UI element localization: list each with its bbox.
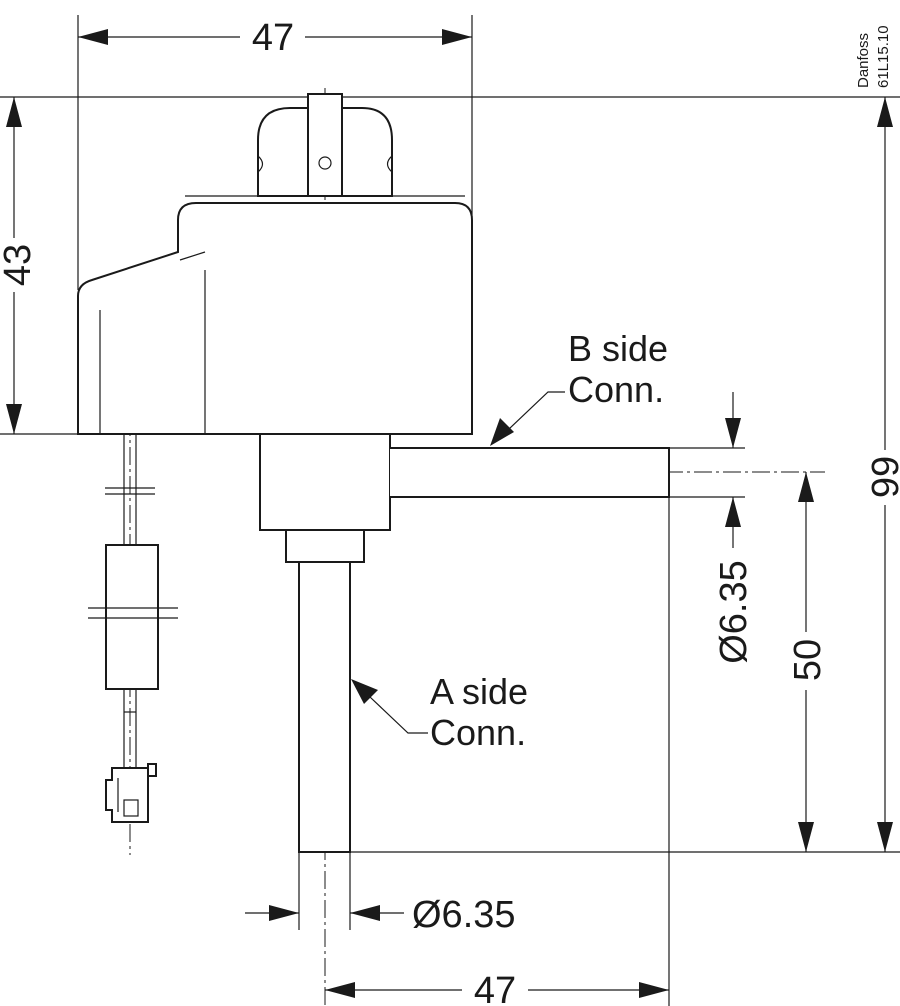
cable-plug: [105, 763, 157, 823]
a-side-label-line1: A side: [430, 671, 528, 712]
stamp-brand: Danfoss: [855, 33, 872, 88]
top-connector: [257, 93, 393, 197]
dimension-height-upper: 43: [0, 244, 39, 286]
b-side-label-line1: B side: [568, 328, 668, 369]
stamp-code: 61L15.10: [875, 25, 892, 88]
leader-lines: [351, 391, 565, 734]
b-side-tube: [390, 447, 670, 498]
a-side-label-line2: Conn.: [430, 712, 526, 753]
dimension-diameter-a: Ø6.35: [412, 894, 516, 936]
b-side-label-line2: Conn.: [568, 369, 664, 410]
cable: [88, 434, 178, 768]
dimension-lines: [6, 29, 893, 998]
valve-block: [259, 433, 391, 563]
extension-lines: [0, 15, 900, 1006]
dimension-diameter-b: Ø6.35: [713, 560, 755, 664]
dimension-top-width: 47: [252, 17, 294, 59]
dimension-bottom-width: 47: [474, 970, 516, 1006]
dimension-height-total: 99: [865, 456, 900, 498]
coil-body: [77, 195, 473, 435]
a-side-tube: [298, 561, 351, 853]
dimension-height-lower: 50: [787, 639, 829, 681]
